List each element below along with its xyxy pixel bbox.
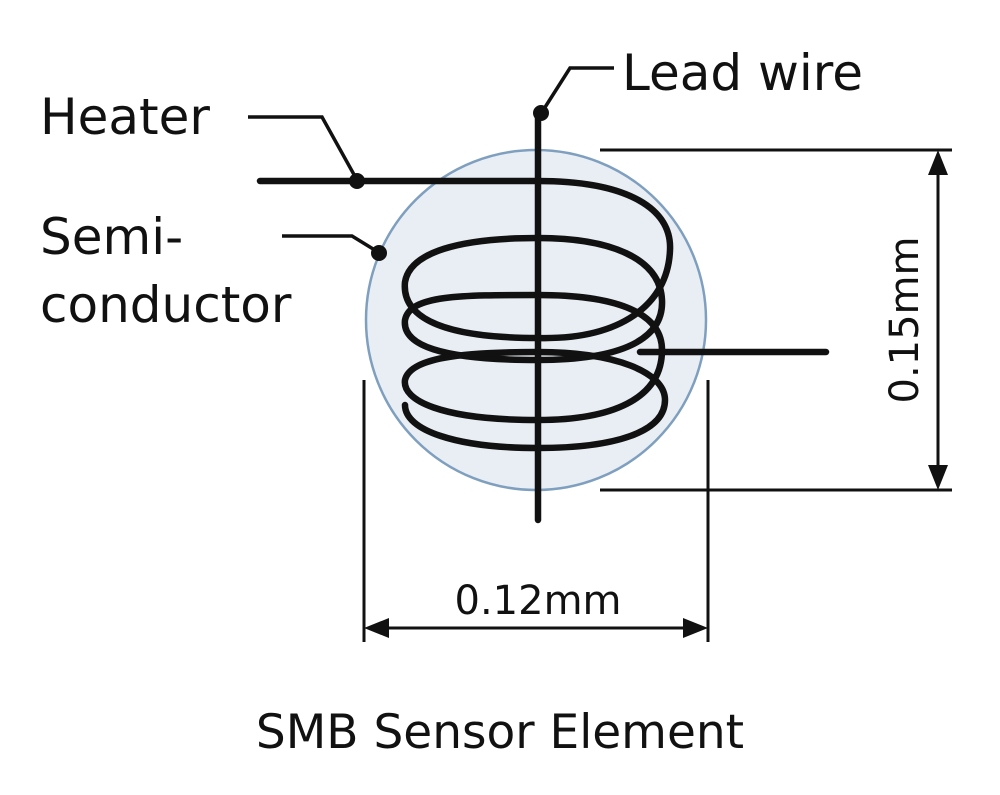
lead-wire-leader: [540, 66, 614, 113]
width-arrowhead-right: [683, 618, 708, 638]
lead-wire-label: Lead wire: [622, 44, 863, 102]
width-dimension: [362, 380, 710, 642]
diagram-caption: SMB Sensor Element: [256, 705, 744, 760]
height-arrowhead-top: [928, 150, 948, 175]
height-dimension: [600, 148, 952, 492]
semiconductor-leader-dot: [371, 245, 387, 261]
semiconductor-label-line2: conductor: [40, 276, 292, 334]
width-dimension-label: 0.12mm: [455, 578, 622, 624]
semiconductor-label-line1: Semi-: [40, 208, 183, 266]
lead-wire-leader-dot: [533, 105, 549, 121]
heater-leader-dot: [349, 173, 365, 189]
heater-label: Heater: [40, 88, 210, 146]
heater-leader: [248, 115, 359, 181]
leader-lines: [248, 66, 614, 254]
semiconductor-leader: [282, 234, 379, 254]
height-arrowhead-bottom: [928, 465, 948, 490]
coil-turn-3: [401, 348, 669, 452]
width-arrowhead-left: [364, 618, 389, 638]
coil-top-turn: [534, 177, 674, 342]
height-dimension-label: 0.15mm: [882, 237, 928, 404]
